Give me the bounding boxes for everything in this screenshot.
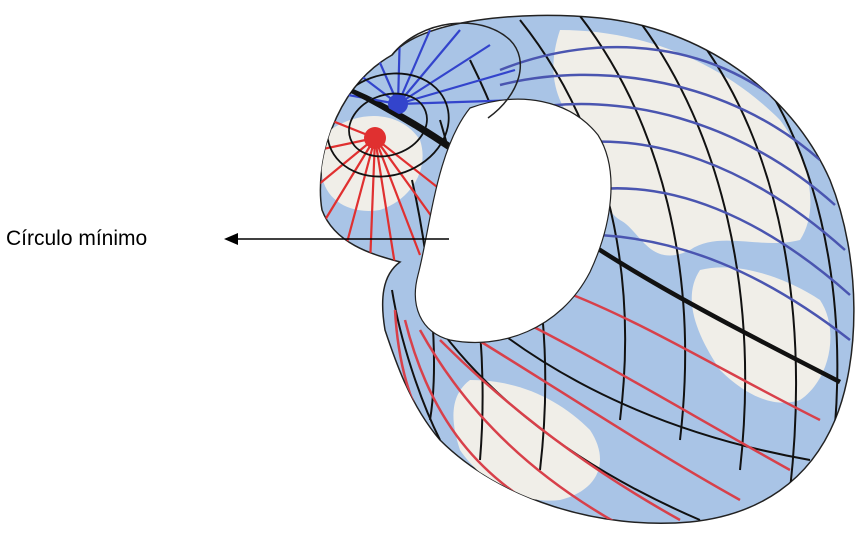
minimum-circle-label: Círculo mínimo [6, 227, 147, 251]
arrow-head [224, 233, 238, 245]
pole-south [364, 127, 386, 149]
